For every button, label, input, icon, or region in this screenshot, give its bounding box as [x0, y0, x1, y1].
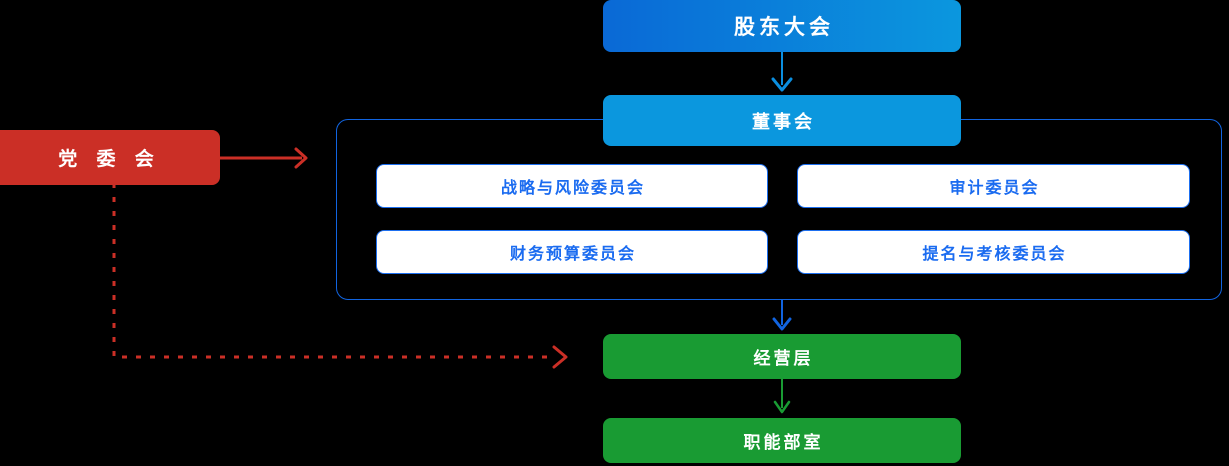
node-committee-nomination-assessment[interactable]: 提名与考核委员会 — [797, 230, 1190, 274]
node-committee-financial-budget[interactable]: 财务预算委员会 — [376, 230, 768, 274]
connector-management-to-departments-icon — [773, 379, 791, 414]
node-management-layer[interactable]: 经营层 — [603, 334, 961, 379]
node-shareholders-meeting[interactable]: 股东大会 — [603, 0, 961, 52]
node-committee-audit[interactable]: 审计委员会 — [797, 164, 1190, 208]
node-board-of-directors-label: 董事会 — [752, 111, 815, 132]
node-committee-financial-budget-label: 财务预算委员会 — [509, 246, 636, 263]
node-functional-departments[interactable]: 职能部室 — [603, 418, 961, 463]
node-functional-departments-label: 职能部室 — [743, 433, 824, 452]
connector-party-to-management-icon — [112, 183, 568, 369]
node-committee-nomination-assessment-label: 提名与考核委员会 — [922, 246, 1067, 263]
node-shareholders-meeting-label: 股东大会 — [734, 16, 834, 39]
node-committee-strategy-risk-label: 战略与风险委员会 — [500, 180, 645, 197]
node-party-committee-label: 党 委 会 — [58, 149, 161, 170]
node-board-of-directors[interactable]: 董事会 — [603, 95, 961, 146]
node-committee-strategy-risk[interactable]: 战略与风险委员会 — [376, 164, 768, 208]
connector-shareholders-to-board-icon — [771, 52, 793, 92]
connector-board-to-management-icon — [772, 299, 792, 331]
node-party-committee[interactable]: 党 委 会 — [0, 130, 220, 185]
connector-party-to-board-icon — [218, 147, 308, 169]
node-management-layer-label: 经营层 — [753, 349, 814, 368]
node-committee-audit-label: 审计委员会 — [949, 180, 1040, 197]
